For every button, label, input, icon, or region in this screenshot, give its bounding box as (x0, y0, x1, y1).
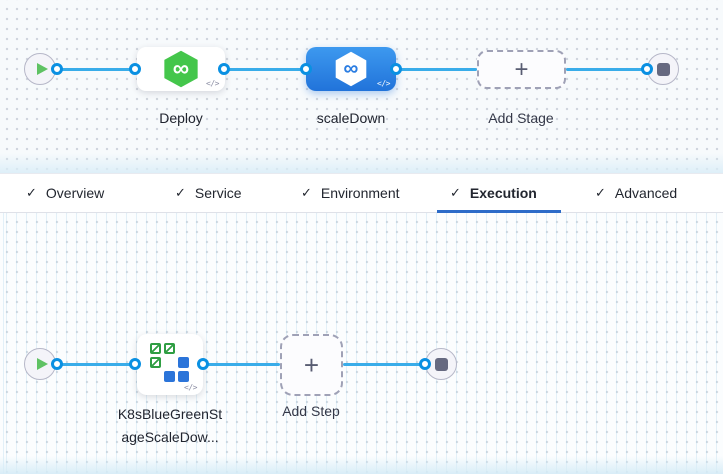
tab-label: Overview (45, 185, 105, 201)
connector-port[interactable] (51, 63, 63, 75)
harness-cd-hexagon-icon: ∞ (164, 50, 198, 88)
stage-card-scaledown[interactable]: ∞ </> (306, 47, 396, 91)
add-step-button[interactable]: + (280, 334, 343, 396)
active-tab-underline (437, 210, 561, 213)
code-icon: </> (377, 79, 390, 88)
connector-port[interactable] (51, 358, 63, 370)
tab-execution[interactable]: ✓ Execution (450, 174, 537, 212)
check-icon: ✓ (26, 185, 37, 200)
plus-icon: + (514, 55, 529, 83)
execution-end-node (425, 348, 457, 380)
step-label-line2: ageScaleDow... (121, 429, 219, 445)
tab-label: Environment (320, 185, 400, 201)
plus-icon: + (303, 349, 320, 380)
stage-graph-canvas[interactable]: ∞ </> ∞ </> + Deploy scaleDown Add Stage (0, 0, 723, 173)
tab-label: Execution (469, 185, 537, 201)
harness-cd-hexagon-icon: ∞ (335, 51, 367, 87)
tab-service[interactable]: ✓ Service (175, 174, 242, 212)
connector-port[interactable] (390, 63, 402, 75)
connector-port[interactable] (129, 358, 141, 370)
add-step-label: Add Step (282, 403, 340, 419)
edge-line (203, 362, 280, 366)
check-icon: ✓ (450, 185, 461, 200)
edge-line (396, 67, 477, 71)
edge-line (57, 362, 135, 366)
stage-card-deploy[interactable]: ∞ </> (137, 47, 225, 91)
connector-port[interactable] (129, 63, 141, 75)
stop-icon (656, 62, 670, 76)
edge-line (57, 67, 135, 71)
connector-port[interactable] (641, 63, 653, 75)
connector-port[interactable] (300, 63, 312, 75)
execution-start-node (24, 348, 56, 380)
stage-label-deploy: Deploy (159, 110, 203, 126)
step-label-line1: K8sBlueGreenSt (117, 406, 223, 422)
check-icon: ✓ (595, 185, 606, 200)
edge-line (343, 362, 425, 366)
add-stage-label: Add Stage (488, 110, 554, 126)
step-label: K8sBlueGreenSt ageScaleDow... (95, 403, 245, 449)
tab-overview[interactable]: ✓ Overview (26, 174, 104, 212)
execution-graph-canvas[interactable]: </> + K8sBlueGreenSt ageScaleDow... Add … (0, 213, 723, 474)
stage-label-scaledown: scaleDown (316, 110, 386, 126)
check-icon: ✓ (175, 185, 186, 200)
pipeline-start-node (24, 53, 56, 85)
check-icon: ✓ (301, 185, 312, 200)
step-card-k8s-bluegreen-scaledown[interactable]: </> (137, 334, 203, 395)
tab-label: Advanced (614, 185, 678, 201)
code-icon: </> (184, 383, 197, 392)
edge-line (566, 67, 647, 71)
tab-label: Service (194, 185, 242, 201)
tab-advanced[interactable]: ✓ Advanced (595, 174, 677, 212)
edge-line (224, 67, 306, 71)
code-icon: </> (206, 79, 219, 88)
stop-icon (434, 357, 448, 371)
play-icon (36, 358, 48, 370)
add-stage-button[interactable]: + (477, 50, 566, 89)
stage-config-tab-bar: ✓ Overview ✓ Service ✓ Environment ✓ Exe… (0, 173, 723, 213)
play-icon (36, 63, 48, 75)
tab-environment[interactable]: ✓ Environment (301, 174, 400, 212)
connector-port[interactable] (197, 358, 209, 370)
connector-port[interactable] (218, 63, 230, 75)
connector-port[interactable] (419, 358, 431, 370)
k8s-blue-green-icon (150, 343, 189, 382)
